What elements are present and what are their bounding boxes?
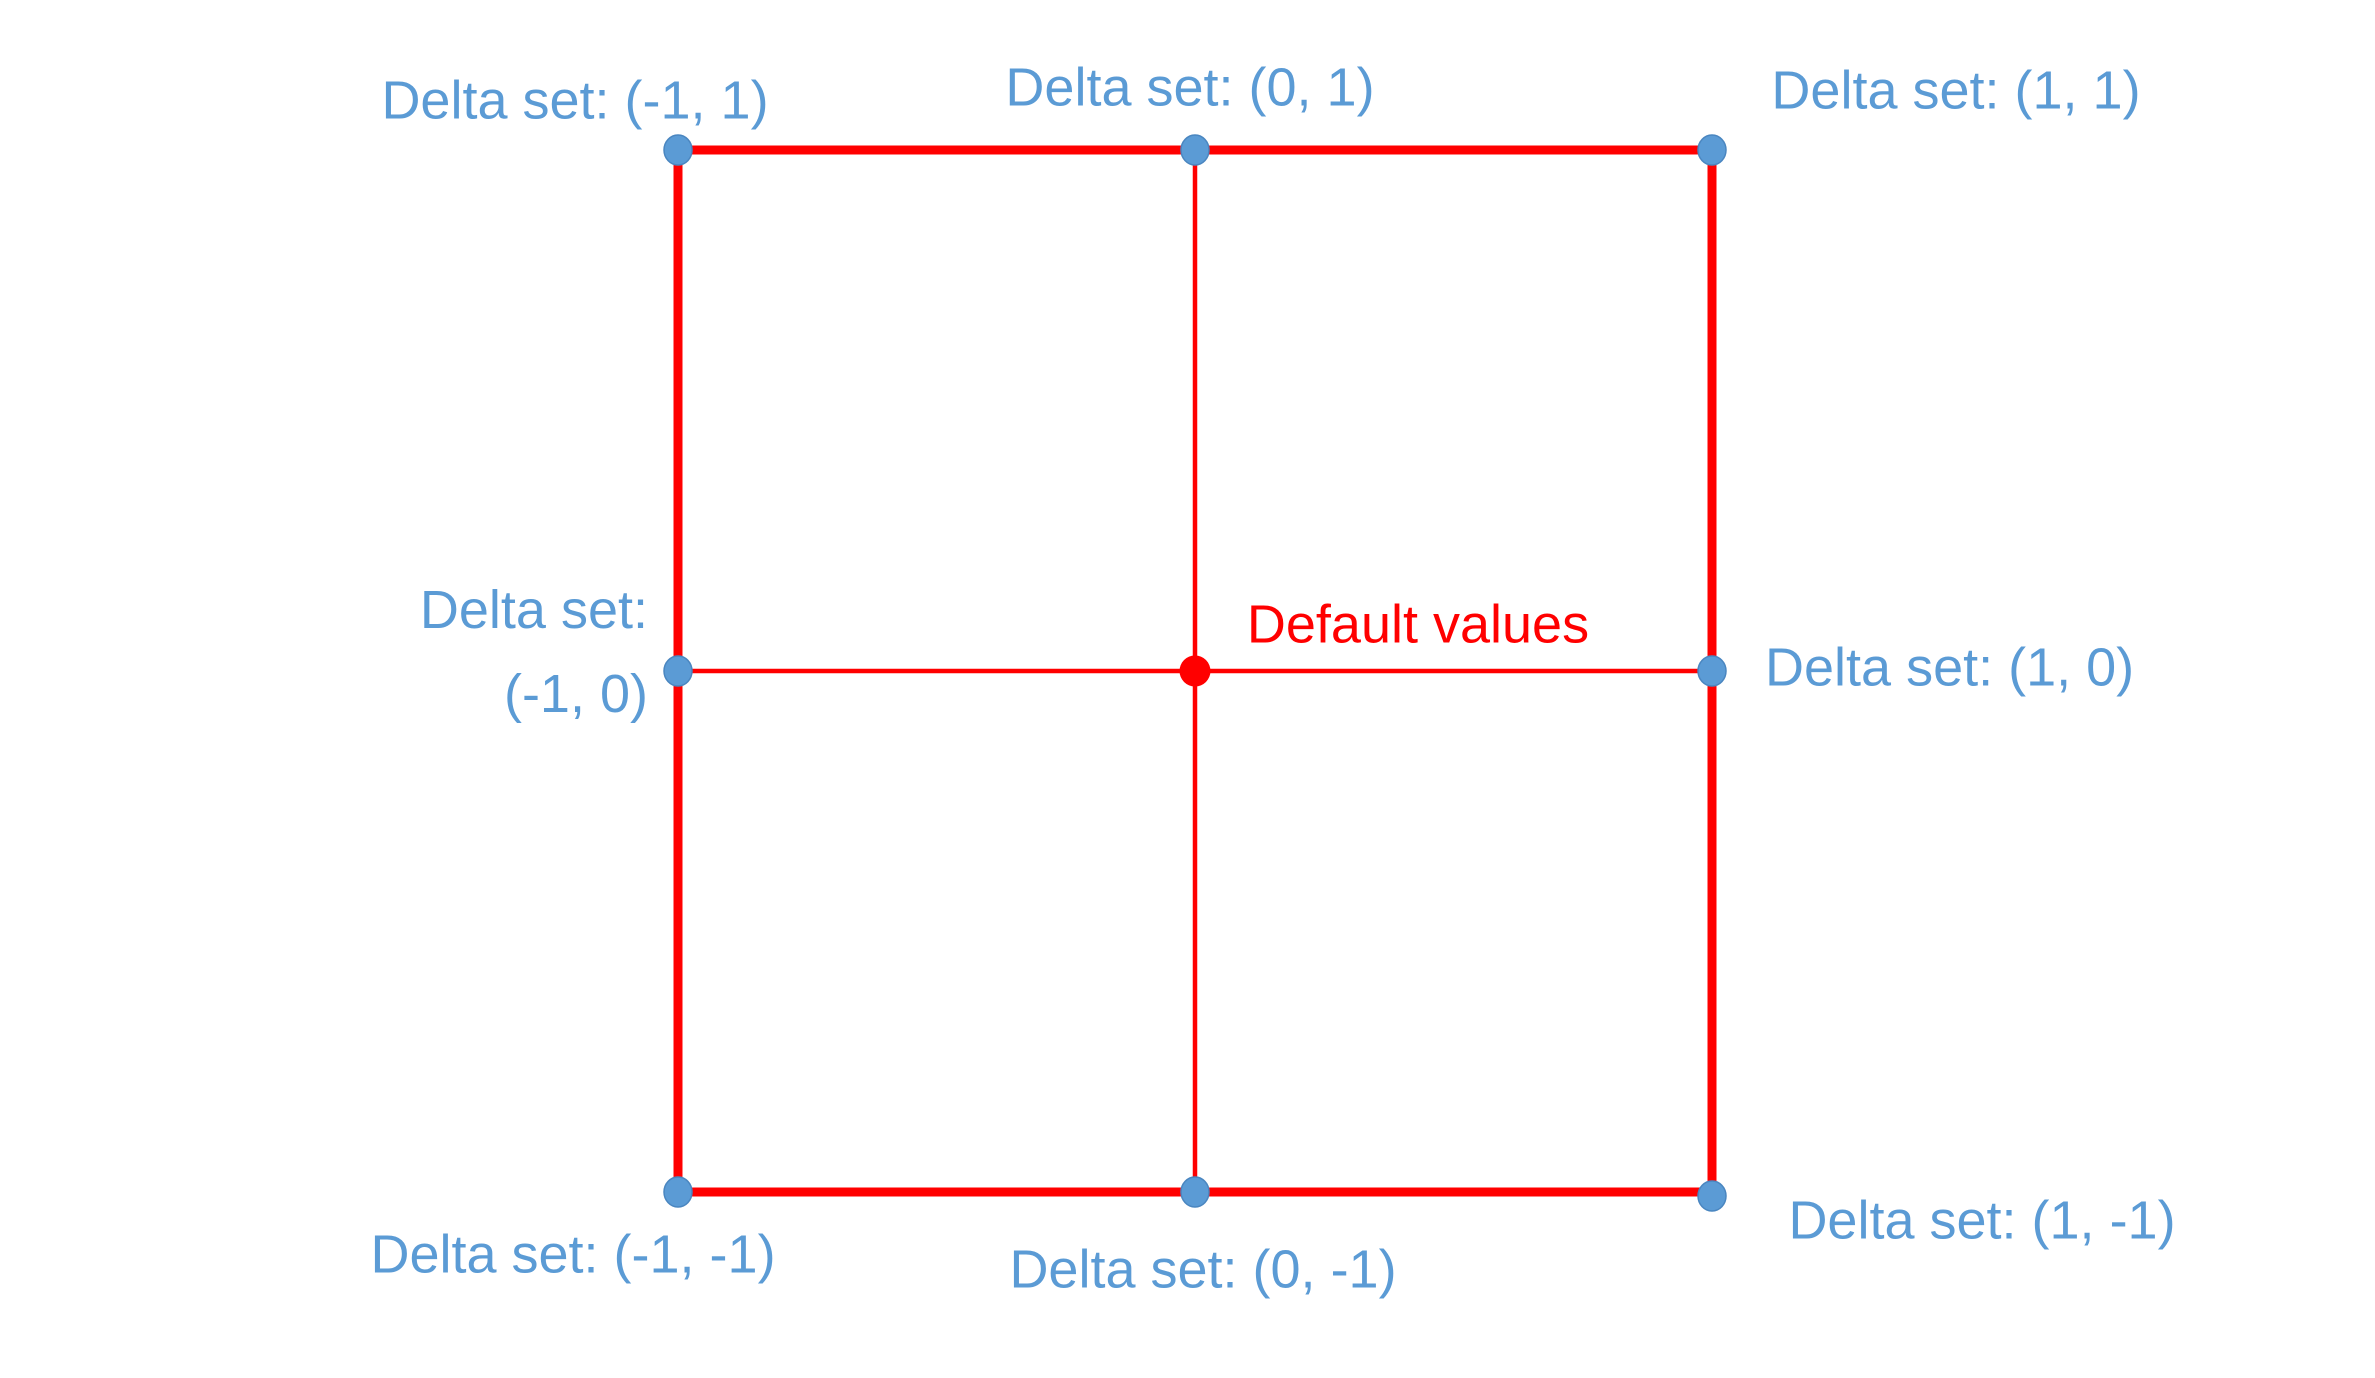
label-bottom-right: Delta set: (1, -1) (1788, 1190, 2176, 1251)
label-mid-right: Delta set: (1, 0) (1765, 637, 2135, 698)
label-top-right: Delta set: (1, 1) (1771, 60, 2141, 121)
node-dot-bottom-left (663, 1176, 693, 1208)
node-dot-top-left (663, 134, 693, 166)
node-dot-center (1179, 655, 1211, 687)
label-mid-left-line2: (-1, 0) (503, 664, 648, 724)
node-dot-mid-right (1697, 655, 1727, 687)
label-top-center: Delta set: (0, 1) (1005, 57, 1375, 118)
label-mid-left-line1: Delta set: (419, 580, 648, 640)
node-dot-top-center (1180, 134, 1210, 166)
node-dot-mid-left (663, 655, 693, 687)
label-top-left: Delta set: (-1, 1) (381, 70, 769, 131)
label-center-default-values: Default values (1246, 594, 1590, 655)
label-mid-left: Delta set: (-1, 0) (420, 568, 648, 736)
label-bottom-left: Delta set: (-1, -1) (370, 1224, 776, 1285)
node-dot-bottom-center (1180, 1176, 1210, 1208)
node-dot-top-right (1697, 134, 1727, 166)
label-bottom-center: Delta set: (0, -1) (1009, 1239, 1397, 1300)
node-dot-bottom-right (1697, 1180, 1727, 1212)
